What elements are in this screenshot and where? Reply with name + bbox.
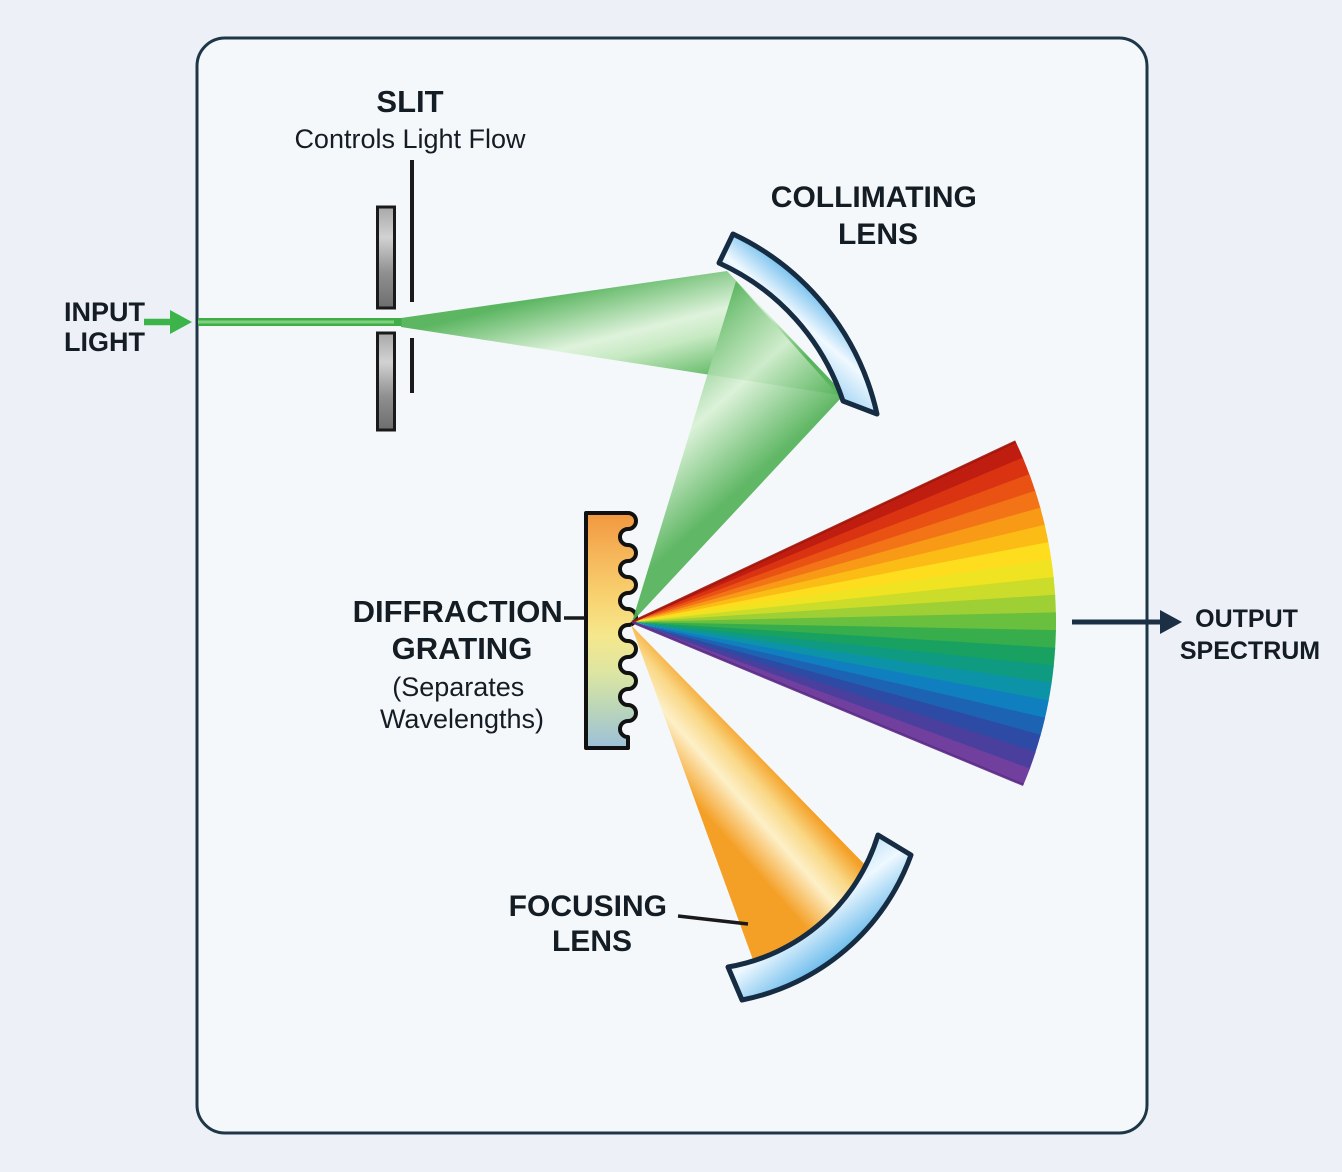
slit-sublabel: Controls Light Flow — [294, 124, 526, 154]
spectrum-band — [632, 559, 1054, 622]
spectrum-band — [632, 577, 1056, 622]
spectrum-band — [632, 622, 1041, 754]
slit-plate-bottom — [376, 331, 396, 432]
spectrum-band — [632, 542, 1052, 622]
focusing-lens — [725, 832, 914, 1003]
spectrum-band — [632, 507, 1046, 622]
focusing-lens-pointer-line — [677, 914, 749, 926]
spectrum-band — [632, 622, 1036, 771]
spectrum-band — [632, 457, 1030, 622]
spectrum-band — [632, 612, 1057, 632]
converging-beam — [632, 281, 841, 622]
spectrum-band — [632, 524, 1049, 622]
spectrum-fan — [631, 440, 1057, 787]
spectrum-fan-edge — [631, 440, 1017, 624]
collimating-lens-label: COLLIMATING LENS — [771, 181, 985, 251]
input-light-label: INPUT LIGHT — [64, 297, 153, 357]
diffraction-grating — [584, 511, 638, 750]
spectrum-band — [632, 474, 1036, 622]
spectrum-band — [632, 490, 1041, 622]
input-light-arrow-icon — [144, 310, 192, 334]
slit-plate-top — [376, 205, 396, 310]
diffraction-grating-sublabel: (Separates Wavelengths) — [380, 672, 544, 734]
slit-label: SLIT — [376, 84, 443, 119]
spectrum-fan-edge — [631, 620, 1024, 787]
output-spectrum-label: OUTPUT SPECTRUM — [1180, 605, 1320, 665]
diffraction-grating-label: DIFFRACTION GRATING — [353, 594, 572, 666]
focusing-beam — [631, 625, 874, 990]
output-arrow-icon — [1072, 610, 1182, 634]
focusing-lens-label: FOCUSING LENS — [509, 890, 676, 958]
collimating-lens — [716, 231, 880, 417]
